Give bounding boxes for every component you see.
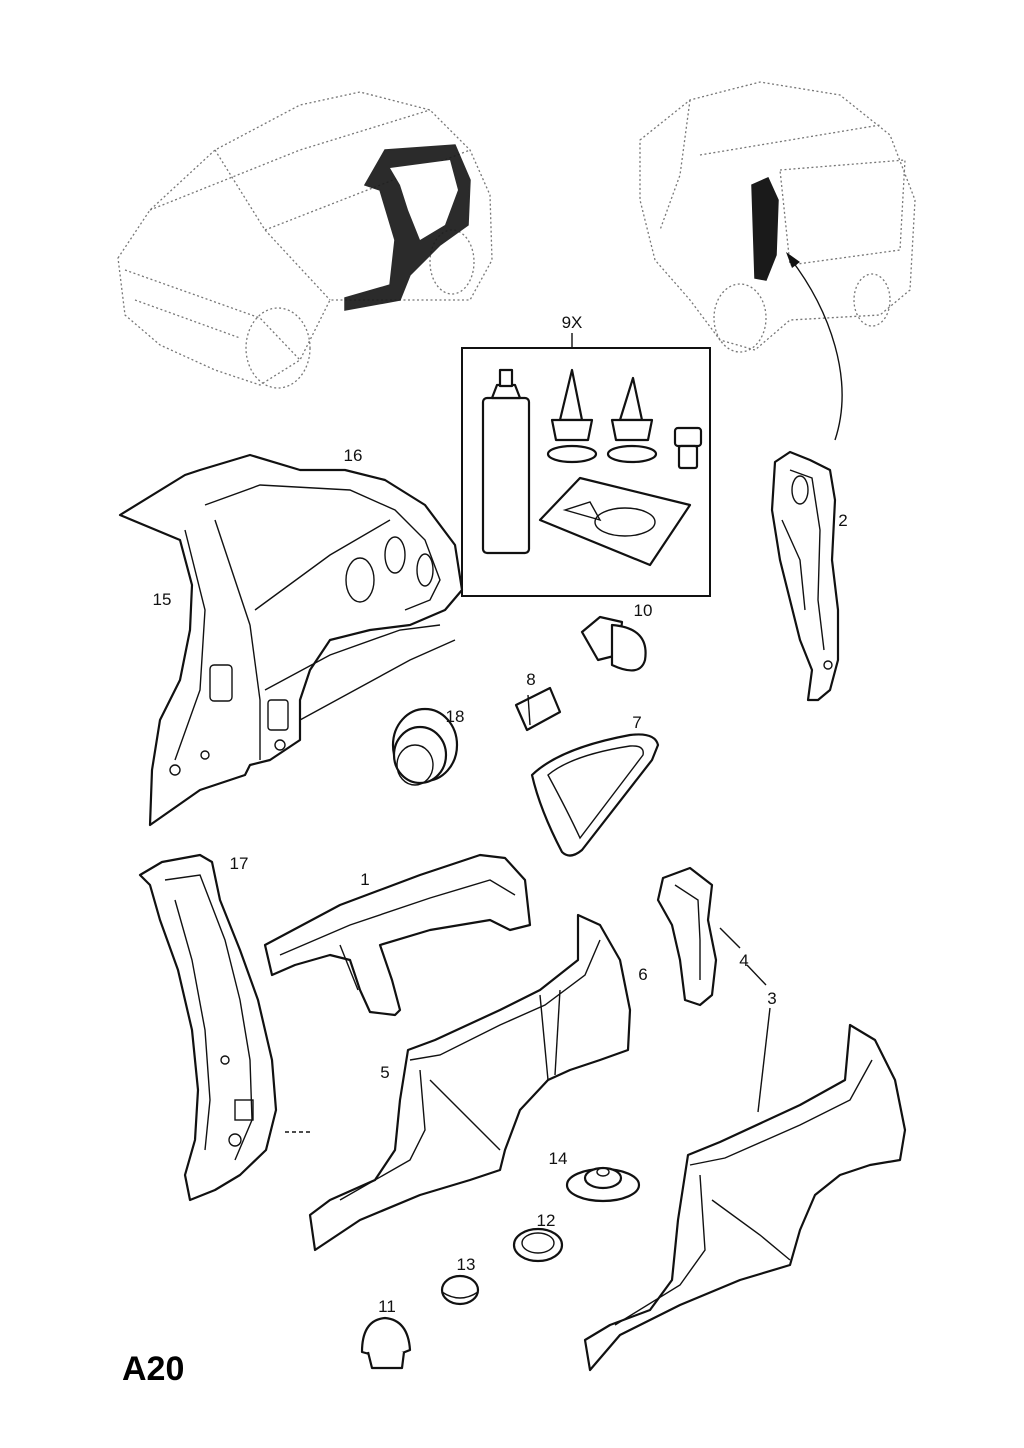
label-part-17: 17 xyxy=(230,854,249,873)
label-part-14: 14 xyxy=(549,1149,568,1168)
part-14-grommet xyxy=(565,1166,641,1203)
label-part-13: 13 xyxy=(457,1255,476,1274)
label-part-8: 8 xyxy=(526,670,535,689)
diagram-code: A20 xyxy=(122,1350,184,1388)
part-12-plug xyxy=(512,1227,564,1263)
part-5-6-outer-panel xyxy=(308,913,632,1252)
part-10-plug xyxy=(580,615,647,672)
arrow-head-icon xyxy=(786,252,800,268)
part-2-pillar xyxy=(770,450,840,702)
label-part-3: 3 xyxy=(767,989,776,1008)
part-7-window-seal xyxy=(530,733,660,857)
part-17-pillar xyxy=(138,853,310,1202)
label-part-10: 10 xyxy=(634,601,653,620)
arrow-to-vehicle xyxy=(789,257,843,441)
part-13-plug xyxy=(440,1274,480,1306)
kit-9x xyxy=(461,333,711,597)
label-part-15: 15 xyxy=(153,590,172,609)
label-part-12: 12 xyxy=(537,1211,556,1230)
vehicle-overview-rear xyxy=(639,81,916,353)
part-18-grommet xyxy=(391,707,459,786)
label-part-2: 2 xyxy=(838,511,847,530)
part-3-outer-panel xyxy=(583,1007,907,1372)
label-part-1: 1 xyxy=(360,870,369,889)
label-part-6: 6 xyxy=(638,965,647,984)
part-4-bracket xyxy=(656,866,767,1007)
label-part-7: 7 xyxy=(632,713,641,732)
vehicle-overview-front xyxy=(117,91,493,389)
label-part-18: 18 xyxy=(446,707,465,726)
label-part-9x: 9X xyxy=(562,313,583,332)
part-11-plug xyxy=(360,1316,412,1370)
label-part-4: 4 xyxy=(739,951,748,970)
label-part-11: 11 xyxy=(378,1297,396,1316)
part-1-roof-rail xyxy=(263,853,532,1017)
part-8-clip xyxy=(514,686,562,732)
part-15-16-side-panel xyxy=(118,453,464,827)
label-part-5: 5 xyxy=(380,1063,389,1082)
label-part-16: 16 xyxy=(344,446,363,465)
